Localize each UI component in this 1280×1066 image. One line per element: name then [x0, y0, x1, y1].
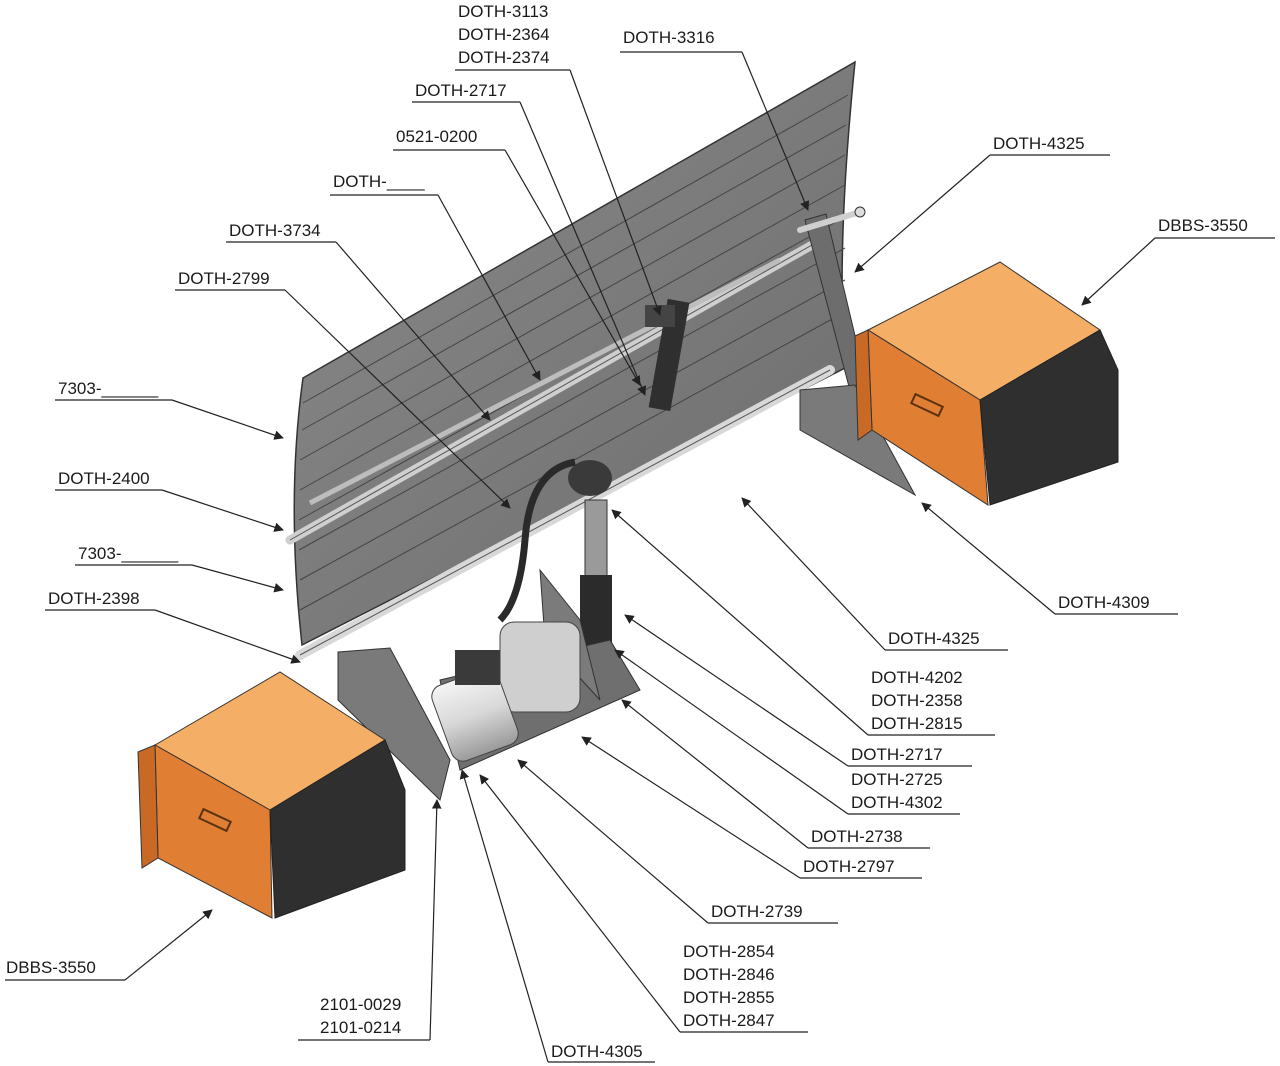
callout-label: DOTH-2717: [851, 745, 943, 764]
callout-label: 2101-0214: [320, 1018, 402, 1037]
pump-motor: [431, 621, 581, 762]
callout-label: DOTH-4309: [1058, 593, 1150, 612]
callout-label: DOTH-2846: [683, 965, 775, 984]
callout-label: DOTH-2364: [458, 25, 550, 44]
lip-arm: [797, 206, 869, 399]
callout-label: 0521-0200: [396, 127, 478, 146]
callout-label: 7303-______: [58, 379, 159, 398]
deck-plate: [293, 60, 856, 647]
callout-label: DOTH-2717: [415, 81, 507, 100]
callout-label: DOTH-4202: [871, 668, 963, 687]
callout-label: DOTH-4302: [851, 793, 943, 812]
hydraulic-hose: [497, 458, 576, 623]
callout-label: DOTH-3734: [229, 221, 321, 240]
callout-label: DOTH-2738: [811, 827, 903, 846]
callout-label: 2101-0029: [320, 995, 402, 1014]
upper-cylinder: [645, 298, 690, 412]
callout-label: DOTH-3113: [458, 2, 549, 21]
callout-label: DOTH-2855: [683, 988, 775, 1007]
callout-label: DOTH-2815: [871, 714, 963, 733]
callout-label: DOTH-2799: [178, 269, 270, 288]
callout-label: DOTH-2400: [58, 469, 150, 488]
hinge-rods: [285, 240, 835, 660]
callout-label: DOTH-2374: [458, 48, 550, 67]
callout-label: DOTH-2725: [851, 770, 943, 789]
leader-lines: [5, 51, 1275, 1063]
callout-label: DOTH-3316: [623, 28, 715, 47]
callout-label: DOTH-____: [333, 172, 425, 191]
callout-label: DOTH-2358: [871, 691, 963, 710]
callout-label: DBBS-3550: [6, 958, 96, 977]
left-bracket: [337, 647, 451, 801]
callout-label: DBBS-3550: [1158, 216, 1248, 235]
right-bumper: [854, 261, 1119, 506]
callout-label: DOTH-2797: [803, 857, 895, 876]
callout-label: DOTH-2854: [683, 942, 775, 961]
callout-label: DOTH-4325: [888, 629, 980, 648]
callout-label: DOTH-2739: [711, 902, 803, 921]
callout-label: 7303-______: [78, 544, 179, 563]
callout-label: DOTH-2398: [48, 589, 140, 608]
callout-label: DOTH-2847: [683, 1011, 775, 1030]
callout-label: DOTH-4325: [993, 134, 1085, 153]
callout-label: DOTH-4305: [551, 1042, 643, 1061]
left-bumper: [137, 671, 406, 919]
